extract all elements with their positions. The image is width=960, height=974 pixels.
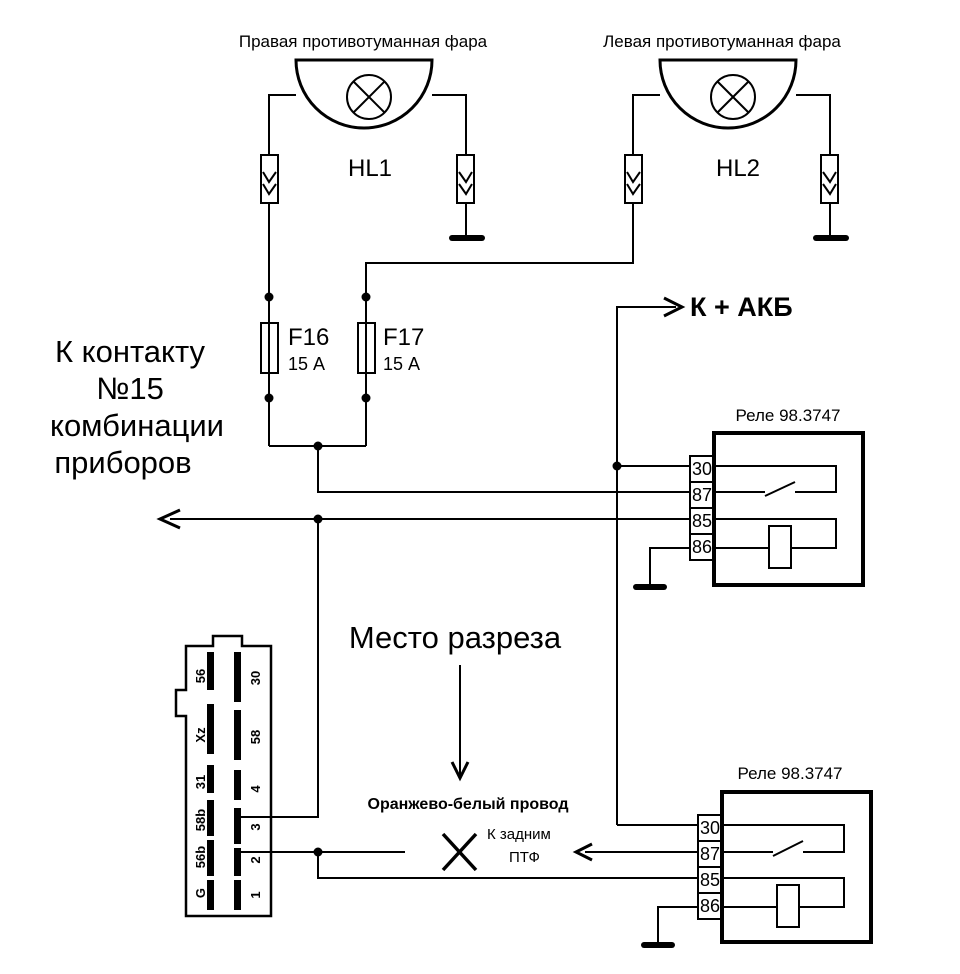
left-fog-lamp-title: Левая противотуманная фара (603, 32, 841, 51)
relay-top (633, 431, 865, 590)
orange-white-wire-label: Оранжево-белый провод (368, 796, 569, 813)
hl2-wiring (365, 94, 849, 323)
hl2-lamp (658, 58, 798, 130)
instrument-connector (174, 634, 698, 918)
hl1-wiring (260, 94, 485, 323)
to-cluster-wire (156, 508, 690, 818)
connector-pin-3: 3 (248, 823, 263, 830)
hl1-label: HL1 (348, 155, 392, 182)
f17-rating: 15 А (383, 354, 420, 374)
connector-pin-58b: 58b (193, 809, 208, 831)
fuse-f16 (260, 292, 279, 446)
relay-top-title: Реле 98.3747 (735, 406, 840, 425)
f16-rating: 15 А (288, 354, 325, 374)
hl1-lamp (294, 58, 434, 130)
connector-pin-4: 4 (248, 785, 263, 793)
relay-bottom-pin-30: 30 (700, 818, 720, 838)
to-rear-fog-line1: К задним (487, 826, 551, 843)
connector-pin-g: G (193, 888, 208, 898)
relay-bottom-pin-86: 86 (700, 896, 720, 916)
f17-label: F17 (383, 324, 424, 351)
connector-pin-xz: Xz (193, 727, 208, 743)
cut-place-label: Место разреза (349, 620, 562, 655)
connector-pin-2: 2 (248, 856, 263, 863)
to-contact-line2: №15 (96, 371, 164, 406)
relay-bottom-title: Реле 98.3747 (737, 764, 842, 783)
connector-pin-56: 56 (193, 669, 208, 683)
hl2-label: HL2 (716, 155, 760, 182)
relay-top-pin-86: 86 (692, 537, 712, 557)
connector-pin-31: 31 (193, 775, 208, 789)
connector-pin-56b: 56b (193, 846, 208, 868)
relay-bottom-pin-87: 87 (700, 844, 720, 864)
cut-mark-icon (441, 832, 478, 872)
relay-top-pin-85: 85 (692, 511, 712, 531)
f16-label: F16 (288, 324, 329, 351)
relay-top-pin-87: 87 (692, 485, 712, 505)
to-rear-fog-line2: ПТФ (509, 849, 540, 866)
to-contact-line1: К контакту (55, 334, 205, 369)
to-battery-label: К + АКБ (690, 292, 793, 322)
connector-pin-1: 1 (248, 891, 263, 898)
relay-bottom (641, 790, 873, 948)
connector-pin-30: 30 (248, 671, 263, 685)
cut-pointer-arrow (450, 665, 470, 782)
to-rear-fog-wire (572, 842, 698, 862)
fuse-output-bus (269, 441, 690, 493)
relay-top-pin-30: 30 (692, 459, 712, 479)
to-contact-line4: приборов (54, 445, 191, 480)
battery-feed-wire (612, 296, 698, 826)
connector-pin-58: 58 (248, 730, 263, 744)
to-contact-line3: комбинации (50, 408, 224, 443)
relay-bottom-pin-85: 85 (700, 870, 720, 890)
fuse-f17 (357, 292, 376, 446)
right-fog-lamp-title: Правая противотуманная фара (239, 32, 488, 51)
